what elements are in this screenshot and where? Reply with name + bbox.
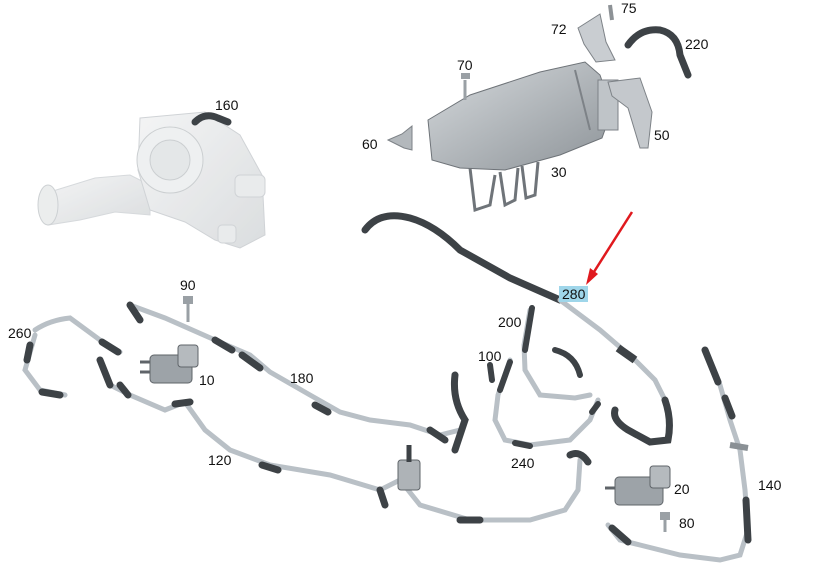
label-20: 20 xyxy=(674,481,690,497)
water-pump-ghost xyxy=(37,111,266,249)
bolt-70 xyxy=(461,73,470,100)
label-72: 72 xyxy=(551,21,567,37)
canister-30 xyxy=(427,61,619,213)
label-30: 30 xyxy=(551,164,567,180)
label-200: 200 xyxy=(498,314,522,330)
bolt-80 xyxy=(660,512,670,532)
label-160: 160 xyxy=(215,97,239,113)
label-120: 120 xyxy=(208,452,232,468)
label-220: 220 xyxy=(685,36,709,52)
label-280-highlighted: 280 xyxy=(559,286,589,302)
hose-220 xyxy=(624,26,692,79)
label-140: 140 xyxy=(758,477,782,493)
hose-280 xyxy=(361,212,673,446)
label-10: 10 xyxy=(199,372,215,388)
hose-200 xyxy=(521,307,593,401)
bolt-75 xyxy=(608,4,614,21)
valve-10 xyxy=(140,344,199,384)
label-180: 180 xyxy=(290,370,314,386)
line-180 xyxy=(127,302,463,438)
label-100: 100 xyxy=(478,348,502,364)
bracket-72 xyxy=(577,13,616,63)
label-90: 90 xyxy=(180,277,196,293)
label-80: 80 xyxy=(679,515,695,531)
label-260: 260 xyxy=(8,325,32,341)
line-240 xyxy=(492,357,601,448)
hose-160 xyxy=(191,112,232,126)
bolt-90 xyxy=(183,296,193,322)
bracket-50 xyxy=(607,77,653,149)
valve-20 xyxy=(605,465,671,506)
hose-100 xyxy=(451,371,469,454)
line-140 xyxy=(605,347,751,563)
label-60: 60 xyxy=(362,136,378,152)
callout-arrow xyxy=(586,211,634,285)
label-50: 50 xyxy=(654,127,670,143)
valve-center xyxy=(397,445,421,491)
label-75: 75 xyxy=(621,0,637,16)
label-240: 240 xyxy=(511,455,535,471)
line-120 xyxy=(97,357,583,523)
label-70: 70 xyxy=(457,57,473,73)
clip-60 xyxy=(386,124,413,151)
